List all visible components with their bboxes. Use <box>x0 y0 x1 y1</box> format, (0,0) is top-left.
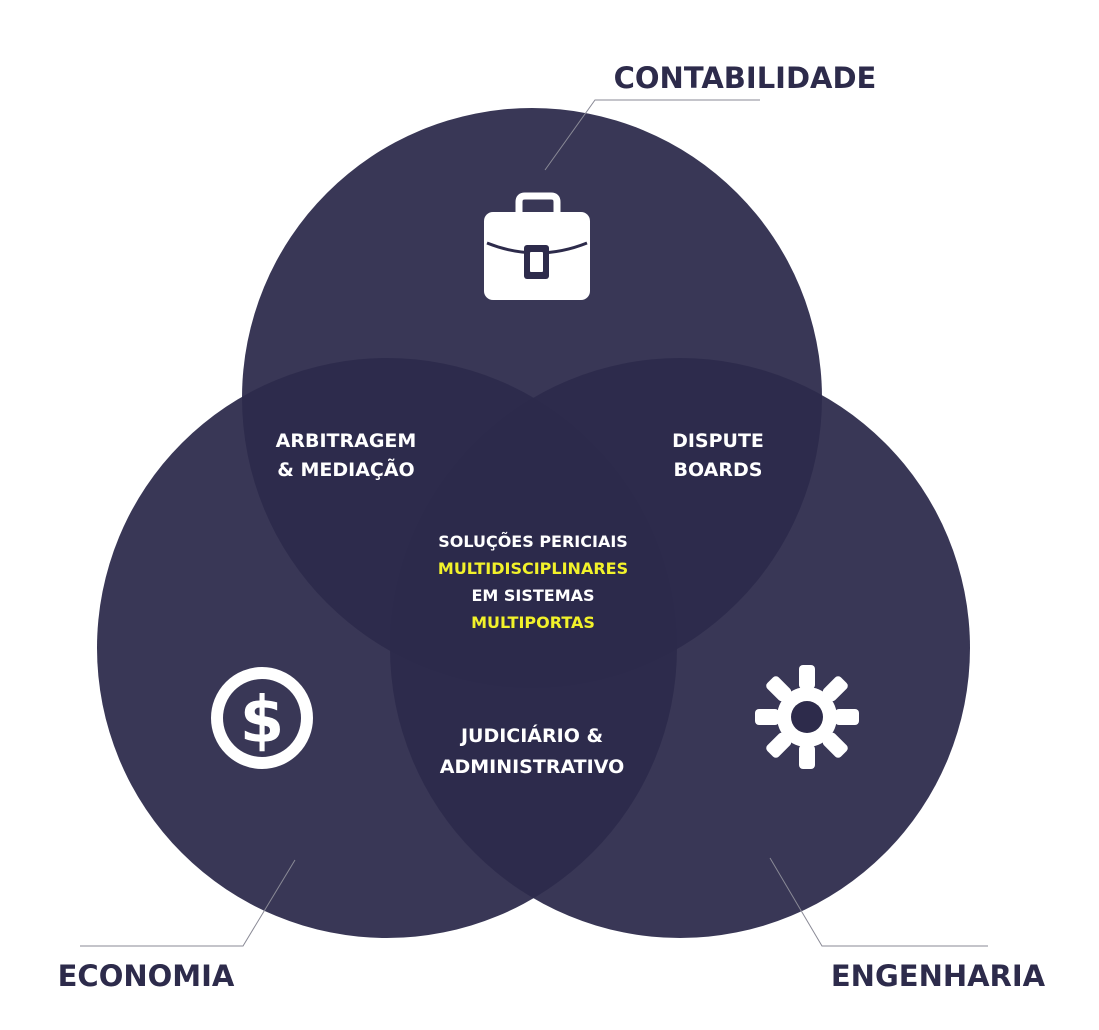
center-line-em-sistemas: EM SISTEMAS <box>471 586 594 605</box>
center-line-multidisciplinares: MULTIDISCIPLINARES <box>438 559 628 578</box>
center-line-multiportas: MULTIPORTAS <box>471 613 595 632</box>
label-arbitragem-line1: ARBITRAGEM <box>276 430 417 452</box>
label-judiciario-line2: ADMINISTRATIVO <box>440 756 624 778</box>
label-dispute-line1: DISPUTE <box>672 430 764 452</box>
label-dispute-line2: BOARDS <box>674 459 763 481</box>
circle-engenharia <box>390 358 970 938</box>
label-engenharia: ENGENHARIA <box>831 959 1046 993</box>
center-line-solucoes: SOLUÇÕES PERICIAIS <box>438 532 628 551</box>
briefcase-icon <box>484 192 590 300</box>
label-economia: ECONOMIA <box>58 959 235 993</box>
label-arbitragem-line2: & MEDIAÇÃO <box>277 457 414 481</box>
label-contabilidade: CONTABILIDADE <box>614 61 877 95</box>
gear-icon <box>755 665 859 769</box>
dollar-coin-icon: $ <box>211 667 313 769</box>
svg-text:$: $ <box>240 684 285 758</box>
leader-line-engenharia <box>769 857 988 947</box>
leader-line-contabilidade <box>544 99 760 171</box>
label-judiciario-line1: JUDICIÁRIO & <box>459 724 603 747</box>
leader-line-economia <box>80 859 296 947</box>
